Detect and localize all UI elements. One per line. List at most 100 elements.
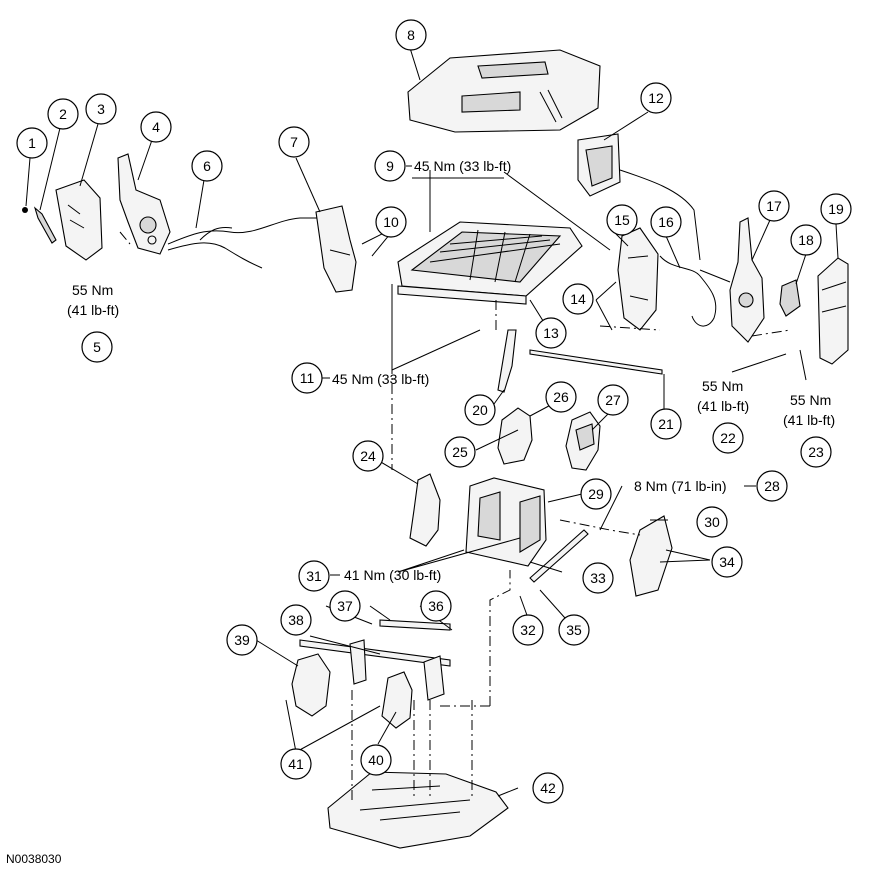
floor-latch-center [349,639,445,701]
svg-text:29: 29 [588,486,604,502]
callout-32: 32 [512,614,544,646]
floor-latch-left [291,653,331,717]
figure-id: N0038030 [6,852,62,866]
svg-text:23: 23 [808,444,824,460]
callout-2: 2 [47,98,79,130]
callout-9: 9 [374,150,406,182]
torque-9: 45 Nm (33 lb-ft) [414,158,511,174]
svg-text:35: 35 [566,622,582,638]
svg-text:18: 18 [798,232,814,248]
torque-5-lbft: (41 lb-ft) [67,302,119,318]
bracket-24 [409,473,441,547]
pivot-link [497,329,517,393]
side-shield-left [315,205,357,293]
callout-19: 19 [820,193,852,225]
outer-trim-right [817,257,849,365]
svg-text:25: 25 [452,444,468,460]
callout-17: 17 [758,190,790,222]
cable-right [659,255,731,327]
callout-18: 18 [790,224,822,256]
svg-text:34: 34 [719,554,735,570]
svg-text:31: 31 [306,568,322,584]
callout-21: 21 [650,408,682,440]
callout-6: 6 [191,150,223,182]
svg-text:37: 37 [337,598,353,614]
svg-text:3: 3 [97,101,105,117]
callout-37: 37 [329,590,361,622]
callout-39: 39 [226,624,258,656]
svg-text:10: 10 [383,214,399,230]
svg-text:38: 38 [288,612,304,628]
svg-text:1: 1 [28,135,36,151]
svg-text:28: 28 [764,478,780,494]
callout-24: 24 [352,440,384,472]
callout-13: 13 [535,317,567,349]
torque-23-lbft: (41 lb-ft) [783,412,835,428]
bracket-25 [497,407,533,465]
torque-31: 41 Nm (30 lb-ft) [344,567,441,583]
svg-text:19: 19 [828,201,844,217]
callout-20: 20 [464,394,496,426]
torque-5-nm: 55 Nm [72,282,113,298]
leader-lines [25,47,839,797]
callout-25: 25 [444,436,476,468]
callout-8: 8 [395,19,427,51]
callout-42: 42 [532,772,564,804]
svg-text:2: 2 [59,106,67,122]
track-assembly [465,477,547,567]
callout-7: 7 [278,126,310,158]
callout-34: 34 [711,546,743,578]
callout-3: 3 [85,93,117,125]
svg-text:11: 11 [300,370,315,386]
screw-part-2 [33,206,57,244]
side-shield-right [617,227,659,331]
callout-30: 30 [696,506,728,538]
callout-16: 16 [650,206,682,238]
bolt-part-1 [22,207,28,213]
svg-text:13: 13 [543,325,559,341]
svg-text:21: 21 [658,416,674,432]
svg-text:12: 12 [648,90,664,106]
release-cable [167,217,320,269]
callout-4: 4 [140,111,172,143]
callout-35: 35 [558,614,590,646]
callout-14: 14 [562,283,594,315]
callout-41: 41 [280,748,312,780]
torque-22-lbft: (41 lb-ft) [697,398,749,414]
release-handle [779,279,801,317]
latch-27 [565,411,601,471]
recliner-mechanism-right [729,217,765,343]
callout-12: 12 [640,82,672,114]
callout-36: 36 [420,590,452,622]
svg-text:4: 4 [152,119,160,135]
torque-labels: 45 Nm (33 lb-ft) 45 Nm (33 lb-ft) 8 Nm (… [67,158,835,583]
callout-15: 15 [606,204,638,236]
floor-mounting-plate [327,771,509,849]
svg-text:30: 30 [704,514,720,530]
torque-28: 8 Nm (71 lb-in) [634,478,727,494]
svg-text:40: 40 [368,752,384,768]
cross-rod [529,349,663,375]
svg-text:17: 17 [766,198,782,214]
callout-10: 10 [375,206,407,238]
callout-33: 33 [582,562,614,594]
callout-11: 11 [291,362,323,394]
svg-text:41: 41 [288,756,304,772]
callout-28: 28 [756,470,788,502]
callout-38: 38 [280,604,312,636]
trim-cover-part-3 [55,179,103,261]
recliner-mechanism-left [117,153,171,255]
callout-22: 22 [712,422,744,454]
callout-26: 26 [545,381,577,413]
svg-text:39: 39 [234,632,250,648]
svg-text:6: 6 [203,158,211,174]
svg-text:16: 16 [658,214,674,230]
bracket-30 [629,515,673,597]
seat-cushion-pad [407,49,601,133]
cross-tube [379,619,451,631]
seat-cushion-frame [397,221,583,305]
svg-text:36: 36 [428,598,444,614]
svg-text:27: 27 [605,392,621,408]
floor-latch-40 [381,671,413,729]
